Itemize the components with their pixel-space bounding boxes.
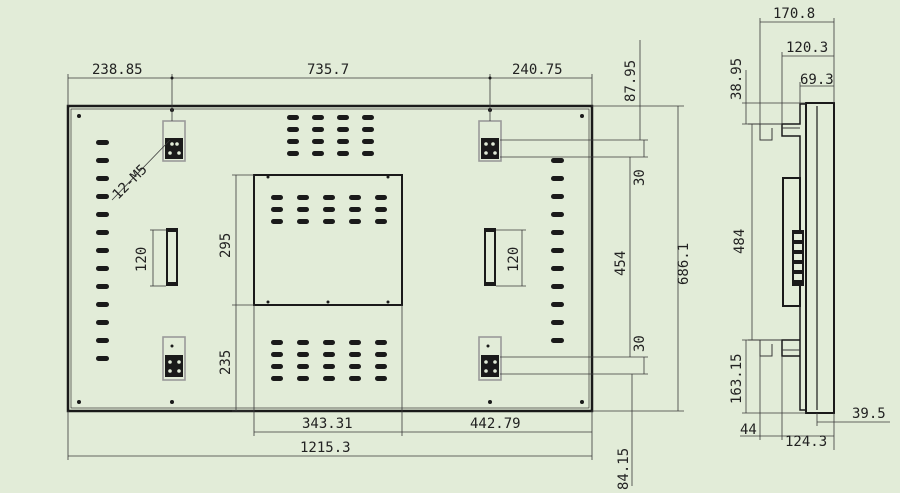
- side-dim-top-inner: 69.3: [800, 72, 834, 88]
- side-dim-left-middle: 484: [732, 229, 748, 254]
- dim-right-lower-slot: 30: [632, 335, 648, 352]
- side-dim-bottom-left: 44: [740, 422, 757, 438]
- side-dim-top-overall: 170.8: [773, 6, 815, 22]
- dim-bottom-inner-right: 442.79: [470, 416, 521, 432]
- dim-right-middle: 454: [613, 251, 629, 276]
- dim-bottom-overall: 1215.3: [300, 440, 351, 456]
- dim-top-right: 240.75: [512, 62, 563, 78]
- side-dim-left-bottom: 163.15: [729, 353, 745, 404]
- side-view: 170.8 120.3 69.3 38.95 484 163.15 44 124…: [729, 6, 890, 450]
- dim-right-top: 87.95: [623, 60, 639, 102]
- side-dim-bottom-middle: 124.3: [785, 434, 827, 450]
- side-dim-top-middle: 120.3: [786, 40, 828, 56]
- dim-handle-left: 120: [134, 247, 150, 272]
- side-dim-left-top: 38.95: [729, 58, 745, 100]
- dim-right-bottom: 84.15: [616, 448, 632, 490]
- hole-label: 12-M5: [110, 162, 151, 203]
- dim-left-upper: 295: [218, 233, 234, 258]
- front-view: 238.85 735.7 240.75 343.31 442.79 1215.3…: [66, 40, 692, 490]
- dim-top-left: 238.85: [92, 62, 143, 78]
- side-bezel: [805, 102, 835, 414]
- side-dim-bottom-right: 39.5: [852, 406, 886, 422]
- panel-outline: [66, 104, 594, 413]
- center-module: [253, 174, 403, 306]
- front-dimension-lines: [67, 40, 684, 486]
- bracket-top-left: [162, 120, 186, 162]
- bracket-bottom-left: [162, 336, 186, 381]
- dim-right-overall: 686.1: [676, 243, 692, 285]
- dim-top-middle: 735.7: [307, 62, 349, 78]
- dim-handle-right: 120: [506, 247, 522, 272]
- bracket-top-right: [478, 120, 502, 162]
- top-vent-grid: [287, 115, 374, 156]
- dim-right-upper-slot: 30: [632, 169, 648, 186]
- right-slot-column: [551, 158, 564, 343]
- dim-bottom-inner-left: 343.31: [302, 416, 353, 432]
- bracket-bottom-right: [478, 336, 502, 381]
- handles: [166, 228, 496, 286]
- bottom-vent-grid: [271, 340, 387, 381]
- dim-left-lower: 235: [218, 350, 234, 375]
- mounting-brackets: [162, 120, 502, 381]
- center-vent-grid: [271, 195, 387, 224]
- left-slot-column: [96, 140, 109, 361]
- side-dimension-lines: [740, 18, 890, 450]
